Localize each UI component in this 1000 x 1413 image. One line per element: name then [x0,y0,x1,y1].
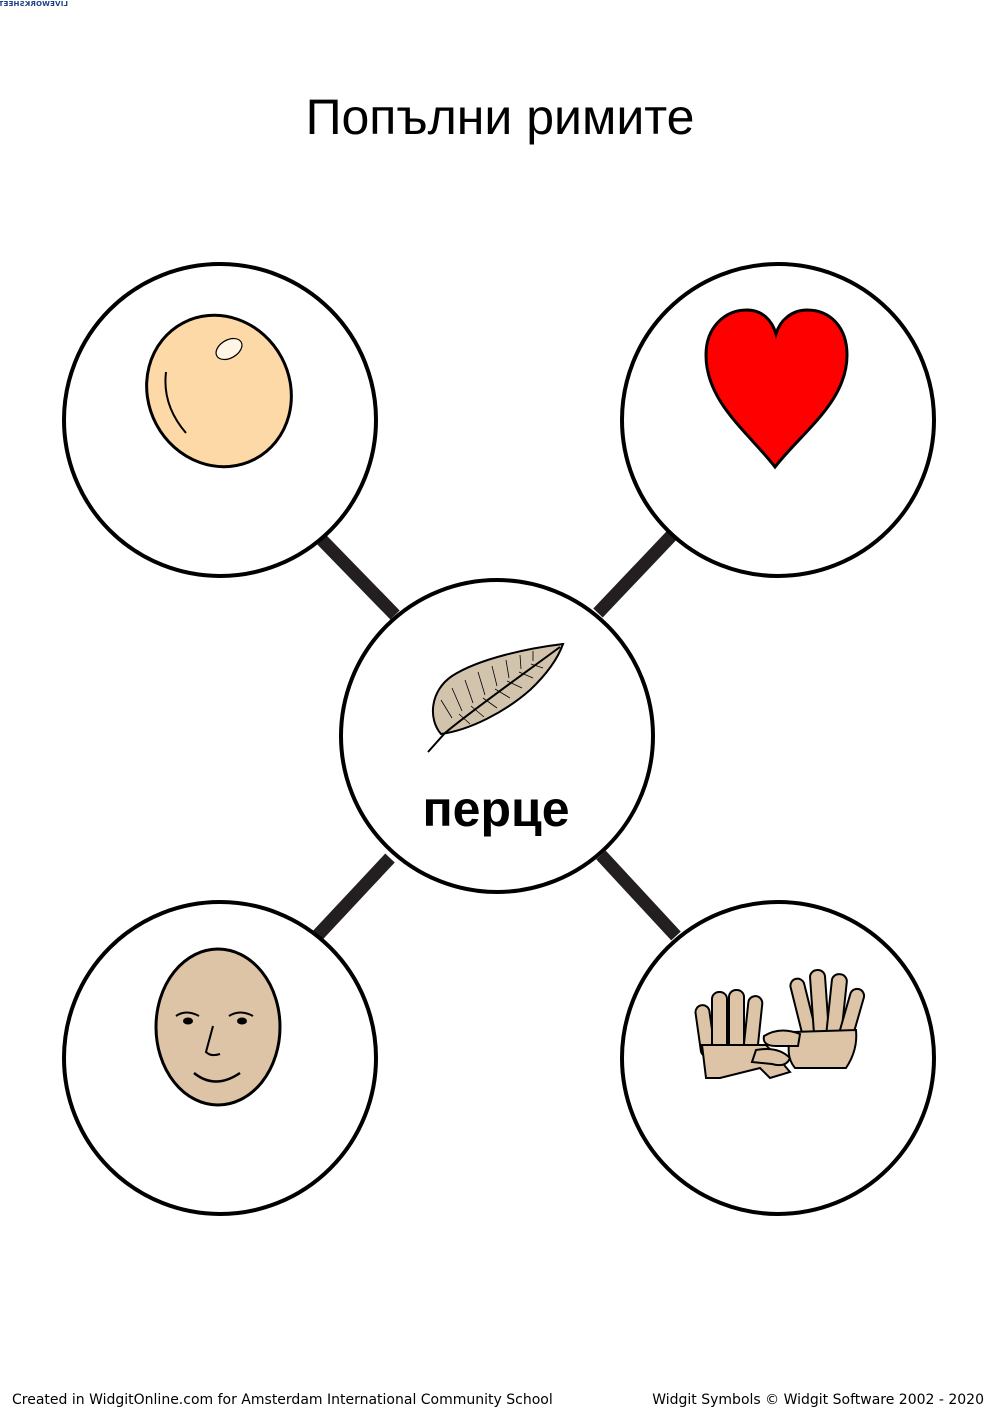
connector-top-right [593,529,678,618]
connector-bottom-right [596,850,681,941]
feather-icon [427,642,565,753]
rhyme-node-heart [620,262,936,578]
page-title: Попълни римите [305,89,695,145]
rhyme-node-center: перце [339,578,655,894]
connectors [313,529,681,941]
rhyme-node-hands [620,900,936,1216]
face-icon [154,947,282,1107]
center-circle [339,578,655,894]
heart-icon [704,308,849,470]
footer-copyright: Widgit Symbols © Widgit Software 2002 - … [652,1392,984,1408]
rhyme-node-egg [62,262,378,578]
egg-icon [145,313,293,469]
footer-credit: Created in WidgitOnline.com for Amsterda… [12,1392,553,1408]
rhyme-node-face [62,900,378,1216]
connector-bottom-left [313,853,395,940]
connector-top-left [317,535,400,620]
center-word: перце [422,781,569,837]
hands-ten-fingers-icon [694,968,866,1080]
